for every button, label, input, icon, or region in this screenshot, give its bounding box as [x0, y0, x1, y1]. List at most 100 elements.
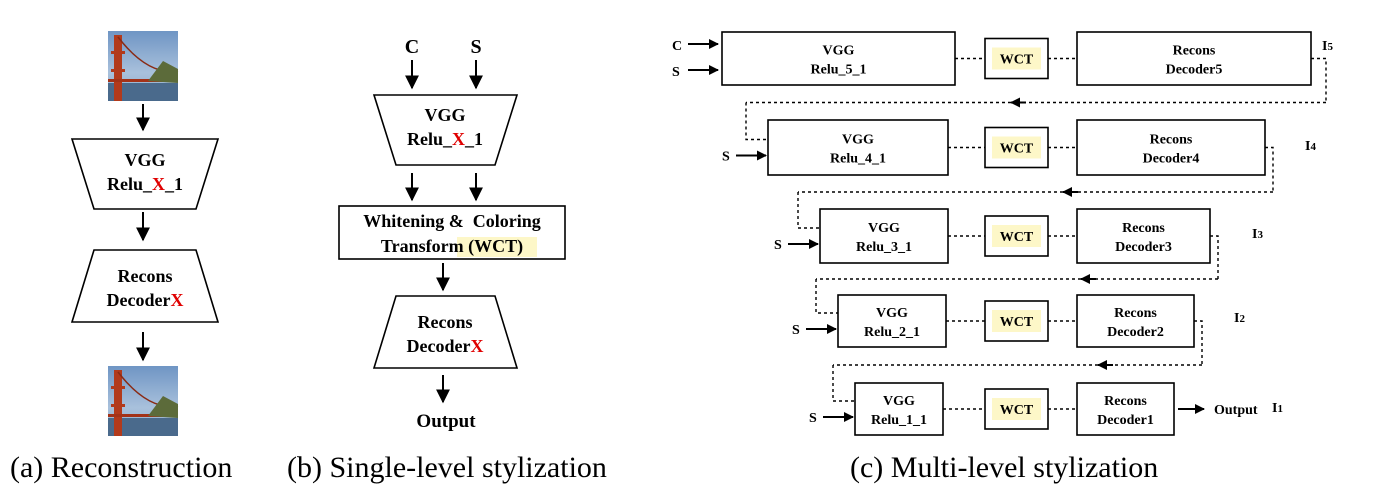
- vgg-label: VGG: [876, 306, 908, 321]
- decoder-label2: Decoder5: [1166, 63, 1223, 78]
- input-c: C: [405, 36, 419, 58]
- relu-label: Relu_2_1: [864, 325, 920, 340]
- level-output-label: I2: [1234, 311, 1245, 326]
- input-s: S: [470, 36, 481, 58]
- level-output-label: I3: [1252, 227, 1263, 242]
- encoder-a-label2: Relu_X_1: [107, 174, 183, 194]
- panel-c: C S (c) Multi-level stylization VGG Relu_…: [672, 31, 1333, 484]
- decoder-a-label2: DecoderX: [107, 290, 184, 310]
- decoder-label2: Decoder4: [1143, 152, 1200, 167]
- decoder-a-label1: Recons: [118, 266, 173, 286]
- input-image: [108, 31, 179, 101]
- caption-b: (b) Single-level stylization: [287, 451, 607, 484]
- decoder-label1: Recons: [1114, 306, 1157, 321]
- decoder-box: [1076, 119, 1266, 176]
- decoder-label1: Recons: [1104, 394, 1147, 409]
- decoder-box: [1076, 208, 1211, 264]
- level-output-index: 4: [1310, 141, 1316, 153]
- relu-label: Relu_3_1: [856, 240, 912, 255]
- decoder-b-label2: DecoderX: [407, 336, 484, 356]
- decoder-label2: Decoder3: [1115, 240, 1172, 255]
- decoder-box: [1076, 382, 1175, 436]
- level-output-index: 1: [1277, 403, 1283, 415]
- level-output-letter: I: [1305, 139, 1310, 154]
- wct-highlight: [992, 47, 1041, 70]
- feedback-into-vgg: [815, 279, 838, 314]
- level-output-letter: I: [1234, 311, 1239, 326]
- panel-b: C S VGG Relu_X_1 Whitening & Coloring Tr…: [287, 36, 607, 484]
- relu-label: Relu_5_1: [811, 63, 867, 78]
- caption-c: (c) Multi-level stylization: [850, 451, 1158, 484]
- feedback-down: [1194, 320, 1203, 365]
- encoder-b: [372, 94, 519, 166]
- feedback-down: [1210, 235, 1219, 279]
- vgg-box: [767, 119, 949, 176]
- decoder-b: [372, 295, 519, 369]
- wct-highlight: [992, 225, 1041, 247]
- wct-highlight: [992, 310, 1041, 332]
- wct-b-label1: Whitening & Coloring: [363, 211, 541, 231]
- vgg-label: VGG: [883, 394, 915, 409]
- level-output-label: I4: [1305, 139, 1316, 154]
- wct-label: WCT: [1000, 53, 1034, 68]
- vgg-box: [721, 31, 956, 86]
- wct-b-label2: Transform (WCT): [381, 236, 523, 257]
- encoder-a-label1: VGG: [124, 150, 165, 170]
- level-output-index: 2: [1239, 313, 1245, 325]
- input-c-label: C: [672, 39, 682, 54]
- level-output-letter: I: [1272, 401, 1277, 416]
- vgg-box: [854, 382, 944, 436]
- decoder-box: [1076, 294, 1195, 348]
- encoder-b-label1: VGG: [424, 105, 465, 125]
- level-output-index: 5: [1327, 41, 1333, 53]
- level-output-index: 3: [1257, 229, 1263, 241]
- wct-label: WCT: [1000, 315, 1034, 330]
- wct-highlight: [992, 136, 1041, 159]
- input-s-label: S: [672, 65, 680, 80]
- encoder-b-label2: Relu_X_1: [407, 129, 483, 149]
- relu-label: Relu_4_1: [830, 152, 886, 167]
- level-output-label: I5: [1322, 39, 1333, 54]
- feedback-into-vgg: [745, 102, 768, 141]
- decoder-label2: Decoder1: [1097, 413, 1154, 428]
- level-output-letter: I: [1252, 227, 1257, 242]
- wct-label: WCT: [1000, 230, 1034, 245]
- decoder-label2: Decoder2: [1107, 325, 1164, 340]
- output-b: Output: [416, 411, 476, 432]
- style-input-s: S: [722, 150, 730, 165]
- wct-highlight: [992, 398, 1041, 420]
- decoder-a: [70, 249, 220, 323]
- vgg-box: [819, 208, 949, 264]
- panel-a: VGG Relu_X_1 Recons DecoderX (a) Reconst…: [10, 31, 232, 484]
- wct-label: WCT: [1000, 142, 1034, 157]
- feedback-into-vgg: [797, 192, 820, 229]
- level-output-label: I1: [1272, 401, 1283, 416]
- level-output-letter: I: [1322, 39, 1327, 54]
- wct-label: WCT: [1000, 403, 1034, 418]
- style-input-s: S: [792, 323, 800, 338]
- decoder-label1: Recons: [1150, 133, 1193, 148]
- vgg-box: [837, 294, 947, 348]
- style-input-s: S: [774, 238, 782, 253]
- vgg-label: VGG: [868, 221, 900, 236]
- style-input-s: S: [809, 411, 817, 426]
- wct-highlight: [457, 237, 537, 257]
- decoder-b-label1: Recons: [418, 312, 473, 332]
- output-image: [108, 366, 179, 436]
- feedback-into-vgg: [832, 365, 855, 402]
- vgg-label: VGG: [842, 133, 874, 148]
- decoder-box: [1076, 31, 1312, 86]
- decoder-label1: Recons: [1173, 44, 1216, 59]
- feedback-down: [1311, 57, 1327, 103]
- feedback-down: [1265, 146, 1274, 192]
- relu-label: Relu_1_1: [871, 413, 927, 428]
- encoder-a: [70, 138, 220, 210]
- decoder-label1: Recons: [1122, 221, 1165, 236]
- vgg-label: VGG: [823, 44, 855, 59]
